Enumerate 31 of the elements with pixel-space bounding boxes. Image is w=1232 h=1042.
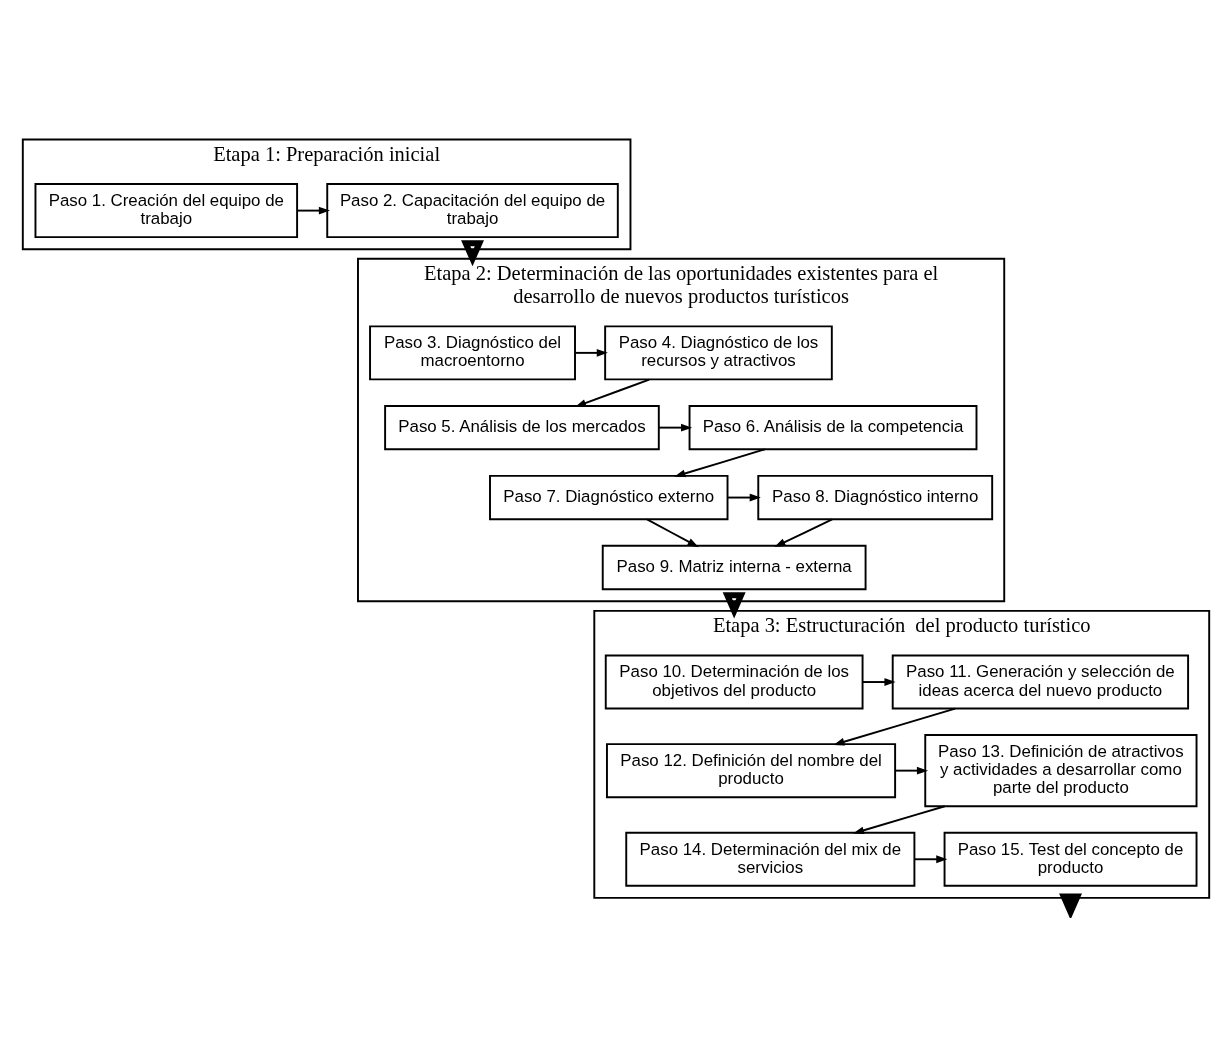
node-box: Paso 3. Diagnóstico del macroentorno <box>369 324 576 380</box>
arrow <box>722 591 746 618</box>
arrow <box>461 239 484 266</box>
node-box: Paso 13. Definición de atractivos y actividades a desarrollar como parte del producto <box>924 733 1198 807</box>
arrow <box>774 517 834 547</box>
node-box: Paso 2. Capacitación del equipo de trabajo <box>326 182 619 238</box>
arrow <box>674 447 766 477</box>
arrow <box>574 348 608 357</box>
node-box: Paso 11. Generación y selección de ideas acerca del nuevo producto <box>891 654 1190 709</box>
node-box: Paso 12. Definición del nombre del producto <box>606 742 897 798</box>
arrow <box>913 854 948 863</box>
node-box: Paso 15. Test del concepto de producto <box>943 831 1198 887</box>
node-box: Paso 6. Análisis de la competencia <box>688 404 978 450</box>
arrow <box>296 206 330 214</box>
node-box: Paso 10. Determinación de los objetivos del producto <box>604 654 864 709</box>
node-box: Paso 9. Matriz interna - externa <box>601 544 867 590</box>
node-box: Paso 7. Diagnóstico externo <box>489 474 729 520</box>
node-box: Paso 4. Diagnóstico de los recursos y atractivos <box>604 324 833 380</box>
arrow <box>894 766 929 775</box>
arrow <box>646 517 699 547</box>
node-box: Paso 8. Diagnóstico interno <box>757 474 994 520</box>
arrow <box>658 423 693 432</box>
arrow <box>861 677 896 686</box>
arrow <box>1059 892 1082 918</box>
arrow <box>727 493 761 501</box>
node-box: Paso 5. Análisis de los mercados <box>384 404 660 450</box>
arrow <box>853 804 946 834</box>
node-box: Paso 1. Creación del equipo de trabajo <box>34 182 299 238</box>
node-box: Paso 14. Determinación del mix de servicios <box>625 831 916 887</box>
arrow <box>833 707 957 745</box>
arrow <box>574 378 651 407</box>
